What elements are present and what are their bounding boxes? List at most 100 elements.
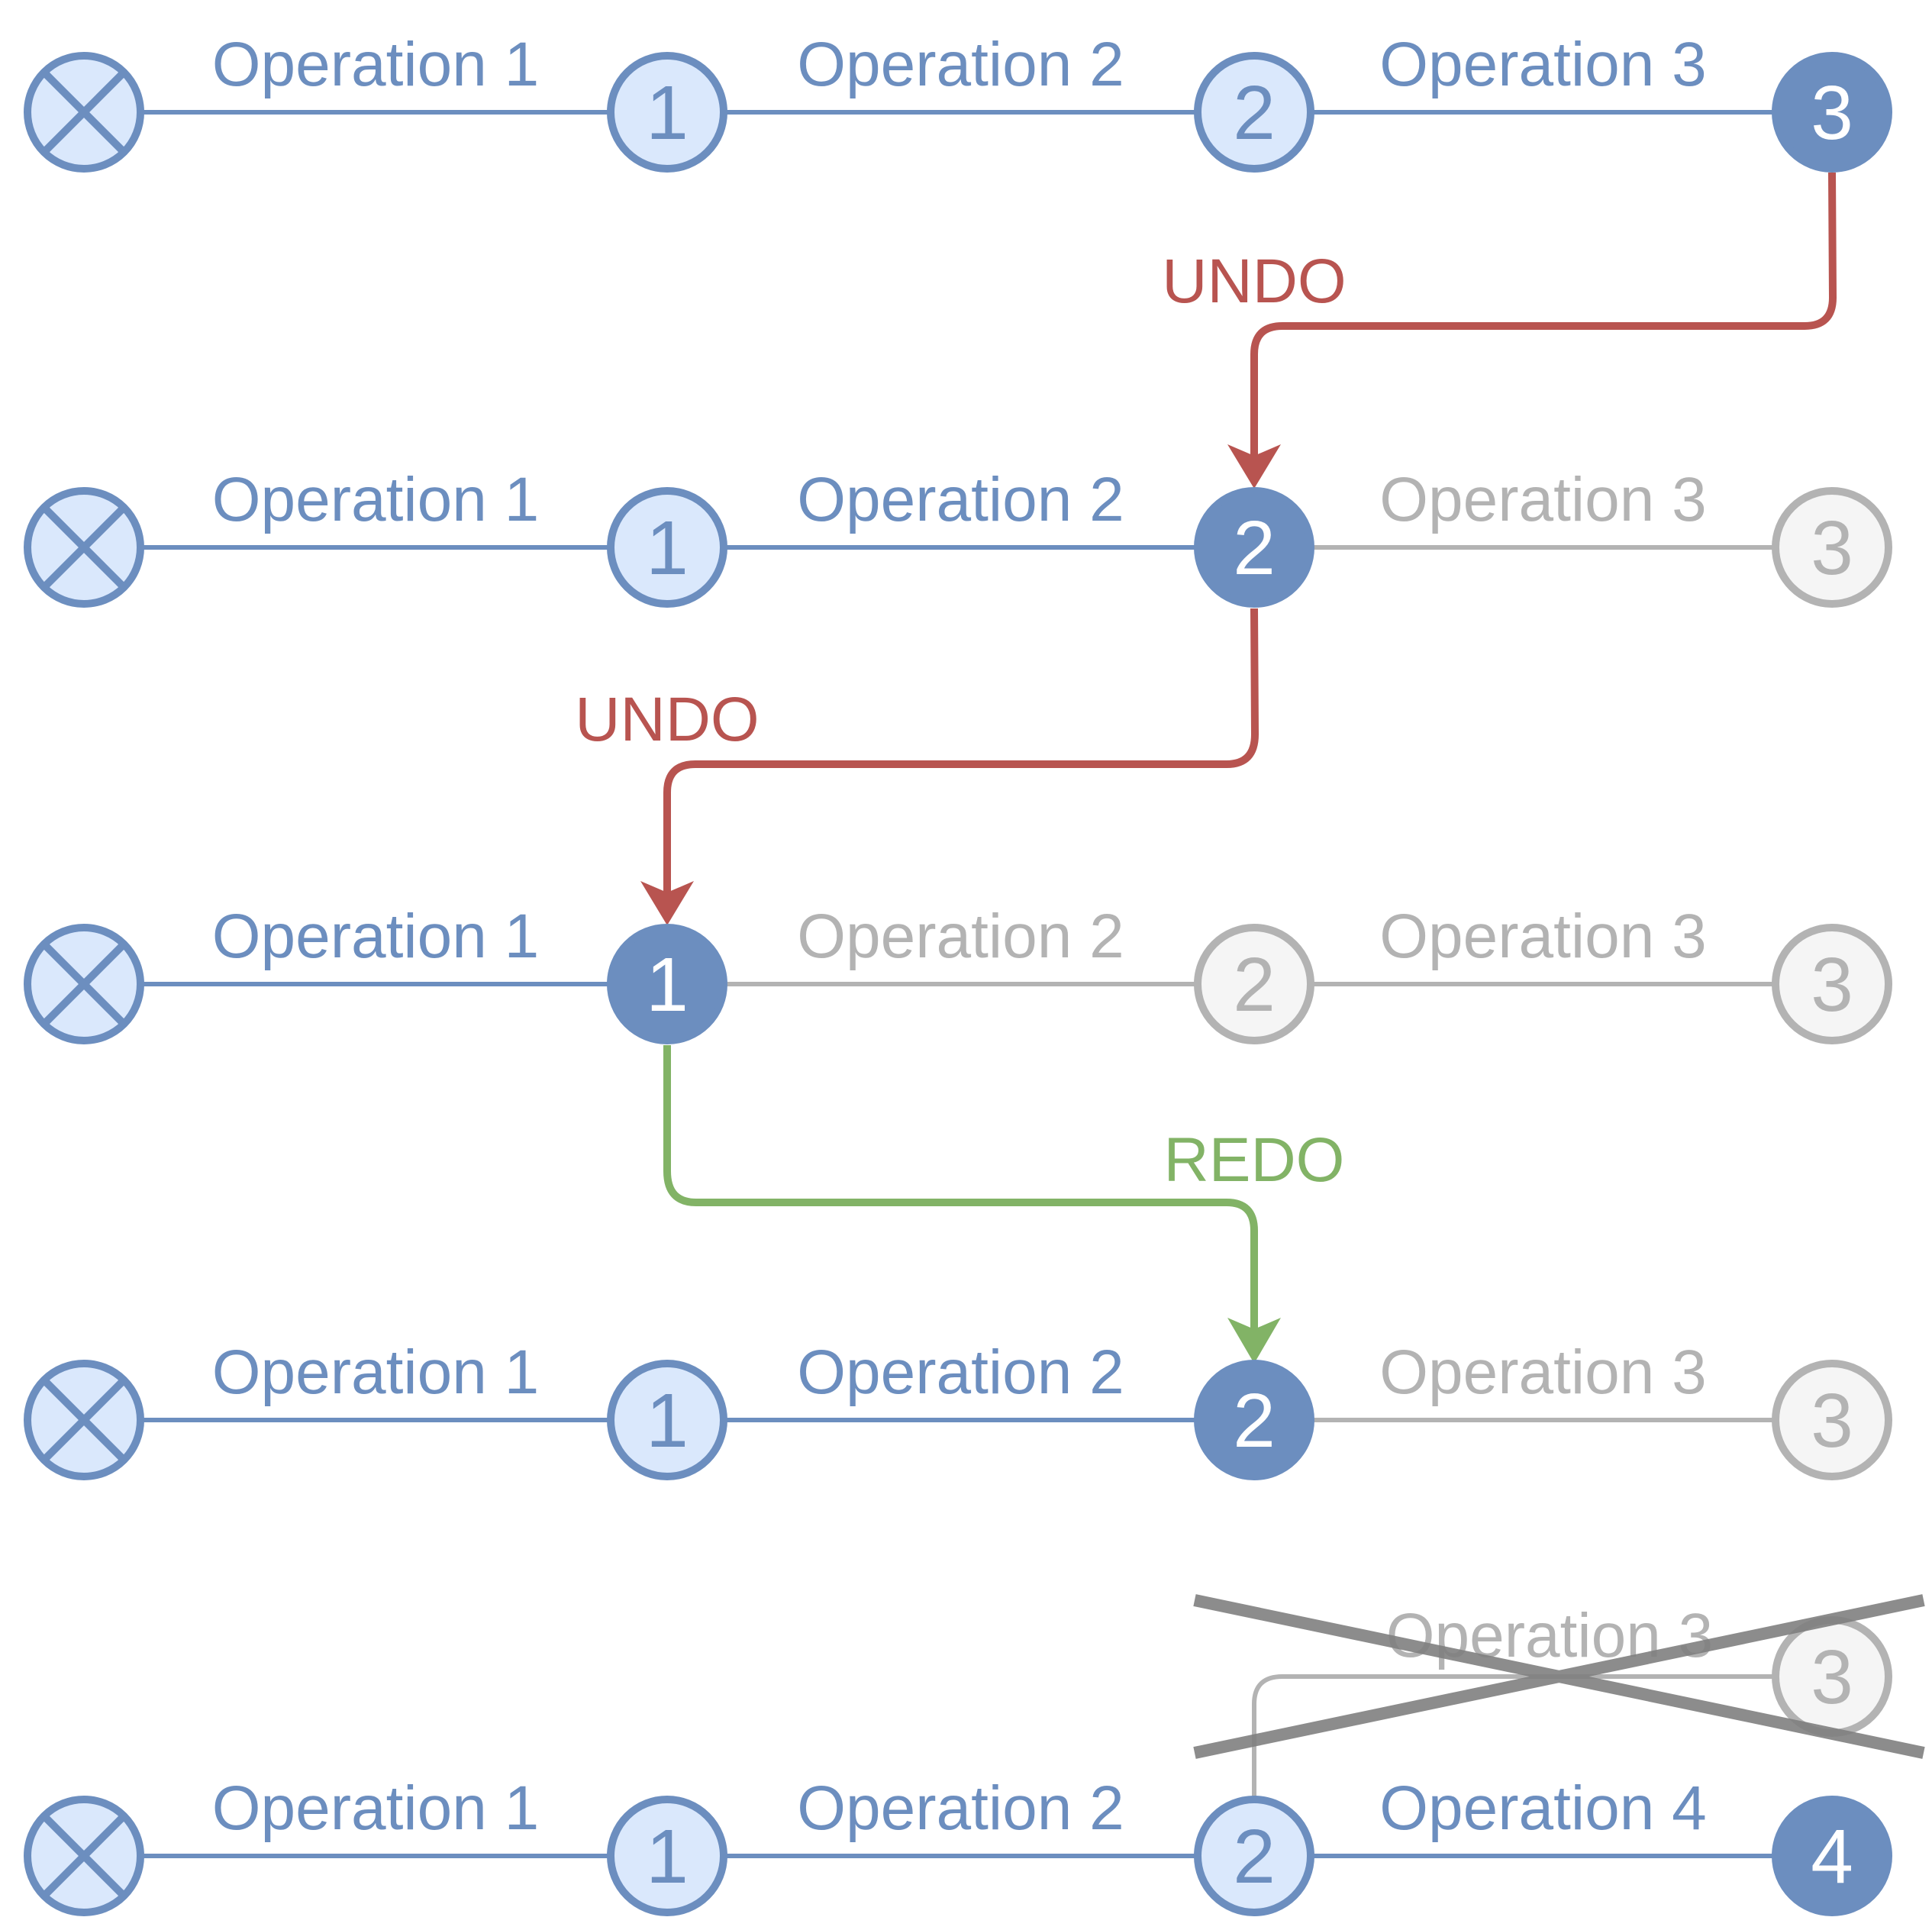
operation-edge: Operation 2	[727, 902, 1195, 986]
node-circle	[607, 1796, 727, 1916]
node-circle	[607, 487, 727, 608]
node-label: 1	[646, 70, 689, 156]
state-row: Operation 1 Operation 2 Operation 3 1 2 3	[24, 902, 1892, 1044]
operation-edge: Operation 3	[1314, 1338, 1773, 1422]
operation-edge: Operation 2	[727, 1773, 1195, 1858]
current-state-node: 3	[1772, 52, 1892, 173]
node-circle	[1772, 52, 1892, 173]
state-node: 2	[1194, 52, 1314, 173]
node-label: 1	[646, 1814, 689, 1899]
node-label: 1	[646, 1378, 689, 1464]
current-state-node: 2	[1194, 487, 1314, 608]
node-circle	[1772, 924, 1892, 1044]
node-label: 3	[1811, 70, 1853, 156]
node-circle	[1772, 1360, 1892, 1480]
transitions: UNDO UNDO REDO	[575, 172, 1837, 1364]
start-cross-icon	[41, 1813, 127, 1899]
state-node: 1	[607, 1796, 727, 1916]
node-circle	[1194, 487, 1314, 608]
operation-edge: Operation 3	[1314, 465, 1773, 550]
state-node: 1	[607, 1360, 727, 1480]
start-node	[24, 924, 144, 1044]
discarded-cross-mark	[1193, 1594, 1925, 1759]
inactive-state-node: 3	[1772, 1360, 1892, 1480]
operation-edge: Operation 1	[144, 465, 608, 550]
node-label: 1	[646, 942, 689, 1028]
node-label: 2	[1233, 505, 1276, 591]
state-node: 1	[607, 52, 727, 173]
node-label: 2	[1233, 942, 1276, 1028]
node-circle	[1194, 52, 1314, 173]
start-node	[24, 1360, 144, 1480]
state-row: Operation 1 Operation 2 Operation 4 1 2 4	[24, 1773, 1892, 1916]
operation-edge: Operation 1	[144, 1338, 608, 1422]
node-label: 3	[1811, 1635, 1853, 1720]
undo-arrowhead	[640, 881, 694, 925]
start-node	[24, 487, 144, 608]
inactive-state-node: 3	[1772, 924, 1892, 1044]
operation-edge: Operation 1	[144, 1773, 608, 1858]
start-cross-icon	[41, 69, 127, 155]
node-label: 2	[1233, 1814, 1276, 1899]
operation-label: Operation 3	[1379, 465, 1707, 534]
start-node	[24, 52, 144, 173]
current-state-node: 2	[1194, 1360, 1314, 1480]
redo-arrowhead	[1227, 1318, 1281, 1364]
node-label: 3	[1811, 942, 1853, 1028]
operation-edge: Operation 2	[727, 30, 1195, 115]
operation-edge: Operation 1	[144, 902, 608, 986]
undo-arrowhead	[1227, 444, 1281, 489]
state-row: Operation 1 Operation 2 Operation 3 1 2 3	[24, 465, 1892, 608]
start-cross-icon	[41, 505, 127, 590]
state-node: 2	[1194, 1796, 1314, 1916]
node-circle	[1772, 1796, 1892, 1916]
undo-transition-2: UNDO	[575, 608, 1259, 925]
discarded-branch: Operation 3 3	[1193, 1594, 1925, 1812]
node-circle	[1194, 1360, 1314, 1480]
start-cross-icon	[41, 1377, 127, 1463]
node-label: 2	[1233, 1378, 1276, 1464]
operation-label: Operation 2	[797, 30, 1124, 99]
operation-edge: Operation 2	[727, 465, 1195, 550]
operation-edge: Operation 1	[144, 30, 608, 115]
operation-edge: Operation 3	[1314, 902, 1773, 986]
operation-label: Operation 1	[212, 1338, 540, 1407]
state-node: 1	[607, 487, 727, 608]
discarded-state-node: 3	[1772, 1616, 1892, 1737]
node-label: 3	[1811, 505, 1853, 591]
redo-transition: REDO	[663, 1045, 1345, 1364]
state-row: Operation 1 Operation 2 Operation 3 1 2 3	[24, 30, 1892, 173]
inactive-state-node: 3	[1772, 487, 1892, 608]
operation-label: Operation 1	[212, 1773, 540, 1843]
operation-label: Operation 2	[797, 465, 1124, 534]
operation-edge: Operation 3	[1314, 30, 1773, 115]
operation-edge: Operation 4	[1314, 1773, 1773, 1858]
node-circle	[1194, 924, 1314, 1044]
node-label: 1	[646, 505, 689, 591]
redo-label: REDO	[1164, 1125, 1345, 1195]
operation-label: Operation 3	[1379, 902, 1707, 971]
state-row: Operation 1 Operation 2 Operation 3 1 2 3	[24, 1338, 1892, 1480]
node-circle	[607, 924, 727, 1044]
node-circle	[1194, 1796, 1314, 1916]
node-label: 3	[1811, 1378, 1853, 1464]
current-state-node: 1	[607, 924, 727, 1044]
operation-label: Operation 1	[212, 465, 540, 534]
undo-label: UNDO	[1162, 247, 1346, 316]
node-label: 4	[1811, 1814, 1853, 1899]
operation-label: Operation 2	[797, 902, 1124, 971]
current-state-node: 4	[1772, 1796, 1892, 1916]
operation-label: Operation 1	[212, 30, 540, 99]
operation-label: Operation 4	[1379, 1773, 1707, 1843]
node-label: 2	[1233, 70, 1276, 156]
operation-label: Operation 2	[797, 1773, 1124, 1843]
operation-label: Operation 2	[797, 1338, 1124, 1407]
operation-label: Operation 3	[1379, 30, 1707, 99]
node-circle	[607, 1360, 727, 1480]
undo-label: UNDO	[575, 685, 759, 754]
start-cross-icon	[41, 941, 127, 1027]
start-node	[24, 1796, 144, 1916]
inactive-state-node: 2	[1194, 924, 1314, 1044]
